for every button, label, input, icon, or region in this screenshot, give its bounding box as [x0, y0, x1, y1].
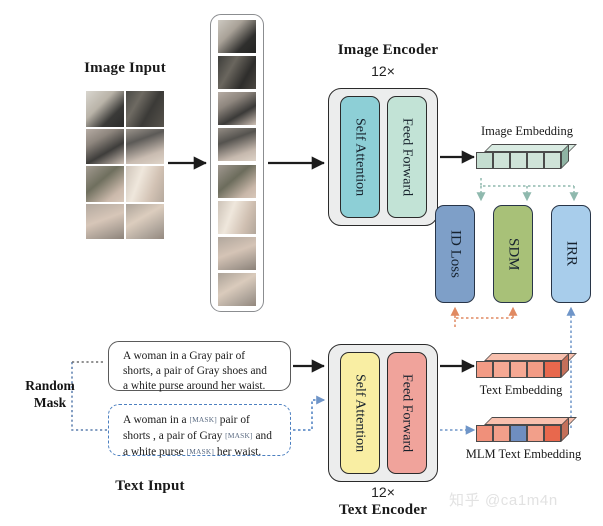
masked-text-bubble[interactable]: A woman in a [MASK] pair of shorts , a p…	[108, 404, 291, 458]
masked-text-line: shorts , a pair of Gray [MASK] and	[123, 428, 281, 444]
patch-token	[218, 200, 256, 234]
patch-token	[218, 56, 256, 90]
embedding-cell	[476, 361, 493, 378]
irr-loss-label: IRR	[563, 241, 580, 267]
original-text-line: shorts, a pair of Gray shoes and	[123, 365, 267, 377]
mask-token: [MASK]	[189, 415, 217, 424]
text-embedding-bar	[476, 353, 577, 381]
text-feed-forward-label: Feed Forward	[399, 373, 415, 453]
embedding-cell	[544, 361, 561, 378]
image-input-title: Image Input	[84, 60, 166, 76]
embedding-cell	[476, 425, 493, 442]
original-text-bubble[interactable]: A woman in a Gray pair of shorts, a pair…	[108, 341, 291, 392]
original-text-line: a white purse around her waist.	[123, 380, 266, 392]
embedding-cell	[544, 152, 561, 169]
image-patch	[86, 128, 124, 164]
embedding-cell	[476, 152, 493, 169]
text-encoder-repeat: 12×	[371, 484, 395, 500]
image-encoder-repeat: 12×	[371, 63, 395, 79]
embedding-cell	[527, 152, 544, 169]
text-encoder-title: Text Encoder	[338, 502, 428, 518]
masked-text-segment: a white purse	[123, 446, 187, 458]
patch-token	[218, 164, 256, 198]
random-mask-label: Random Mask	[4, 377, 96, 411]
image-patch	[86, 203, 124, 239]
embedding-cells	[476, 361, 561, 378]
text-input-title: Text Input	[115, 478, 185, 494]
image-self-attention-label: Self Attention	[352, 117, 368, 197]
image-feed-forward-block[interactable]: Feed Forward	[386, 96, 427, 218]
embedding-cell	[527, 425, 544, 442]
watermark: 知乎 @ca1m4n	[449, 492, 558, 509]
masked-text-segment: shorts , a pair of Gray	[123, 430, 226, 442]
random-mask-line-1: Random	[25, 378, 75, 393]
embedding-cell	[510, 152, 527, 169]
text-self-attention-label: Self Attention	[352, 373, 368, 453]
embedding-cell	[510, 425, 527, 442]
text-feed-forward-block[interactable]: Feed Forward	[386, 352, 427, 474]
image-patch	[126, 203, 164, 239]
masked-text-segment: her waist.	[214, 446, 262, 458]
image-embedding-bar	[476, 144, 577, 172]
patch-token	[218, 236, 256, 270]
image-embedding-label: Image Embedding	[481, 124, 573, 138]
image-patch	[126, 128, 164, 164]
image-patch-sequence	[210, 14, 264, 312]
mlm-text-embedding-label: MLM Text Embedding	[465, 447, 582, 461]
text-self-attention-block[interactable]: Self Attention	[339, 352, 380, 474]
patch-token	[218, 20, 256, 53]
embedding-cell	[493, 152, 510, 169]
image-input-grid	[86, 91, 164, 239]
embedding-cell	[510, 361, 527, 378]
image-patch	[86, 166, 124, 202]
embedding-cell	[544, 425, 561, 442]
embedding-cell	[527, 361, 544, 378]
embedding-cell	[493, 361, 510, 378]
id-loss-label: ID Loss	[447, 230, 464, 278]
image-encoder-title: Image Encoder	[337, 42, 439, 58]
masked-text-segment: pair of	[216, 414, 250, 426]
image-self-attention-block[interactable]: Self Attention	[339, 96, 380, 218]
masked-text-line: a white purse [MASK] her waist.	[123, 444, 281, 460]
id-loss-box[interactable]: ID Loss	[435, 205, 475, 303]
image-feed-forward-label: Feed Forward	[399, 117, 415, 197]
image-patch	[86, 91, 124, 127]
masked-text-segment: and	[252, 430, 272, 442]
original-text-line: A woman in a Gray pair of	[123, 350, 246, 362]
image-encoder-block[interactable]: Self Attention Feed Forward	[328, 88, 438, 226]
masked-text-segment: A woman in a	[123, 414, 190, 426]
sdm-loss-label: SDM	[505, 237, 522, 271]
sdm-loss-box[interactable]: SDM	[493, 205, 533, 303]
mask-token: [MASK]	[225, 431, 253, 440]
embedding-cell	[493, 425, 510, 442]
patch-token	[218, 272, 256, 306]
mask-token: [MASK]	[186, 447, 215, 456]
irr-loss-box[interactable]: IRR	[551, 205, 591, 303]
masked-text-line: A woman in a [MASK] pair of	[123, 412, 281, 428]
image-patch	[126, 166, 164, 202]
text-embedding-label: Text Embedding	[479, 383, 563, 397]
embedding-cells	[476, 425, 561, 442]
image-patch	[126, 91, 164, 127]
mlm-text-embedding-bar	[476, 417, 577, 445]
patch-token	[218, 128, 256, 162]
text-encoder-block[interactable]: Self Attention Feed Forward	[328, 344, 438, 482]
embedding-cells	[476, 152, 561, 169]
random-mask-line-2: Mask	[33, 395, 67, 410]
patch-token	[218, 92, 256, 126]
